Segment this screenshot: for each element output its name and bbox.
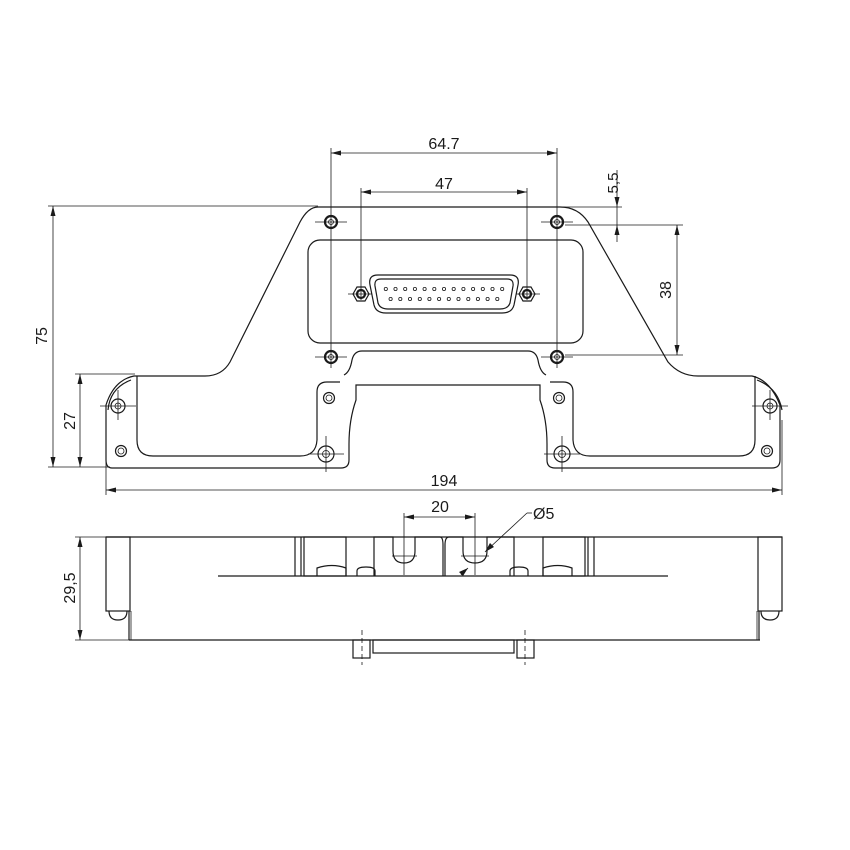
pin-row-1: [383, 286, 505, 291]
dim-label-27: 27: [62, 412, 79, 430]
plate-outline: [105, 206, 781, 469]
left-flange-pocket: [136, 376, 340, 457]
dim-side-height: 29,5: [62, 536, 129, 641]
dim-label-64-7: 64.7: [428, 136, 459, 153]
connector-pin: [490, 286, 495, 291]
dim-slot-diameter: Ø5: [459, 506, 554, 576]
dim-top-offset: 5,5: [560, 170, 622, 242]
connector-pin: [437, 296, 442, 301]
connector-window: [307, 239, 584, 344]
connector-pin: [388, 296, 393, 301]
screw-center-bottom-left: [308, 436, 344, 472]
torx-center-left: [322, 391, 336, 405]
torx-right-bottom: [760, 444, 774, 458]
dim-outer-hole-spacing: 64.7: [330, 136, 558, 368]
left-ear: [107, 379, 132, 411]
connector-pin: [500, 286, 505, 291]
connector-pin: [422, 286, 427, 291]
connector-pin: [393, 286, 398, 291]
connector-pin: [480, 286, 485, 291]
dim-label-47: 47: [435, 176, 453, 193]
connector-pin: [403, 286, 408, 291]
connector-pin: [471, 286, 476, 291]
dim-overall-height: 75: [34, 205, 318, 468]
torx-left-bottom: [114, 444, 128, 458]
dim-label-diameter-5: Ø5: [533, 506, 554, 523]
jackscrew-left: [348, 286, 372, 302]
dim-label-194: 194: [431, 473, 458, 490]
center-cutout: [343, 350, 547, 376]
screw-left-ear: [100, 390, 136, 420]
dim-flange-height: 27: [62, 373, 135, 467]
dim-label-5-5: 5,5: [605, 173, 622, 194]
right-flange-pocket: [550, 376, 756, 457]
connector-pin: [475, 296, 480, 301]
connector-pin: [461, 286, 466, 291]
connector-pin: [441, 286, 446, 291]
connector-pin: [407, 296, 412, 301]
left-end-post: [105, 536, 132, 640]
right-end-post: [756, 536, 783, 640]
dim-connector-hole-spacing: 47: [360, 176, 528, 300]
connector-pin: [412, 286, 417, 291]
mounting-holes: [100, 214, 788, 472]
pin-row-2: [388, 296, 500, 301]
connector-pin: [451, 286, 456, 291]
top-view: 64.7 47 5,5 38: [34, 136, 788, 495]
dim-label-38: 38: [658, 281, 675, 299]
screw-right-ear: [752, 390, 788, 420]
side-blocks: [294, 536, 595, 577]
connector-pin: [446, 296, 451, 301]
screw-center-bottom-right: [544, 436, 580, 472]
connector-pin: [417, 296, 422, 301]
connector-pin: [485, 296, 490, 301]
side-view: 20 Ø5 29,5: [62, 499, 783, 665]
db25-connector: [348, 274, 540, 314]
connector-pin: [432, 286, 437, 291]
connector-pin: [398, 296, 403, 301]
connector-pin: [383, 286, 388, 291]
dim-vertical-hole-spacing: 38: [565, 224, 683, 356]
torx-center-right: [552, 391, 566, 405]
connector-pin: [466, 296, 471, 301]
jackscrew-right: [516, 286, 540, 302]
dim-label-29-5: 29,5: [62, 572, 79, 603]
dim-overall-width: 194: [105, 420, 783, 495]
dim-label-75: 75: [34, 327, 51, 345]
connector-pin: [427, 296, 432, 301]
connector-underside: [352, 630, 535, 665]
connector-pin: [456, 296, 461, 301]
dim-label-20: 20: [431, 499, 449, 516]
dim-slot-spacing: 20: [403, 499, 476, 575]
right-ear: [756, 379, 783, 411]
connector-pin: [495, 296, 500, 301]
